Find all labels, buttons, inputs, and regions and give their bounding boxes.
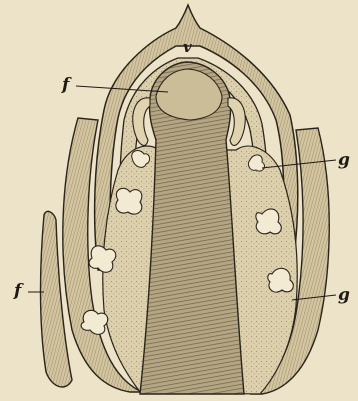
- label-g-lower: g: [338, 287, 350, 304]
- label-g-upper: g: [338, 152, 350, 169]
- label-v: v: [183, 40, 192, 55]
- label-f-lower: f: [14, 283, 21, 300]
- axillary-bud-right-upper: [256, 209, 281, 234]
- axillary-bud-left-upper: [116, 188, 142, 214]
- label-f-upper: f: [62, 77, 69, 94]
- axillary-bud-left-middle: [89, 246, 116, 272]
